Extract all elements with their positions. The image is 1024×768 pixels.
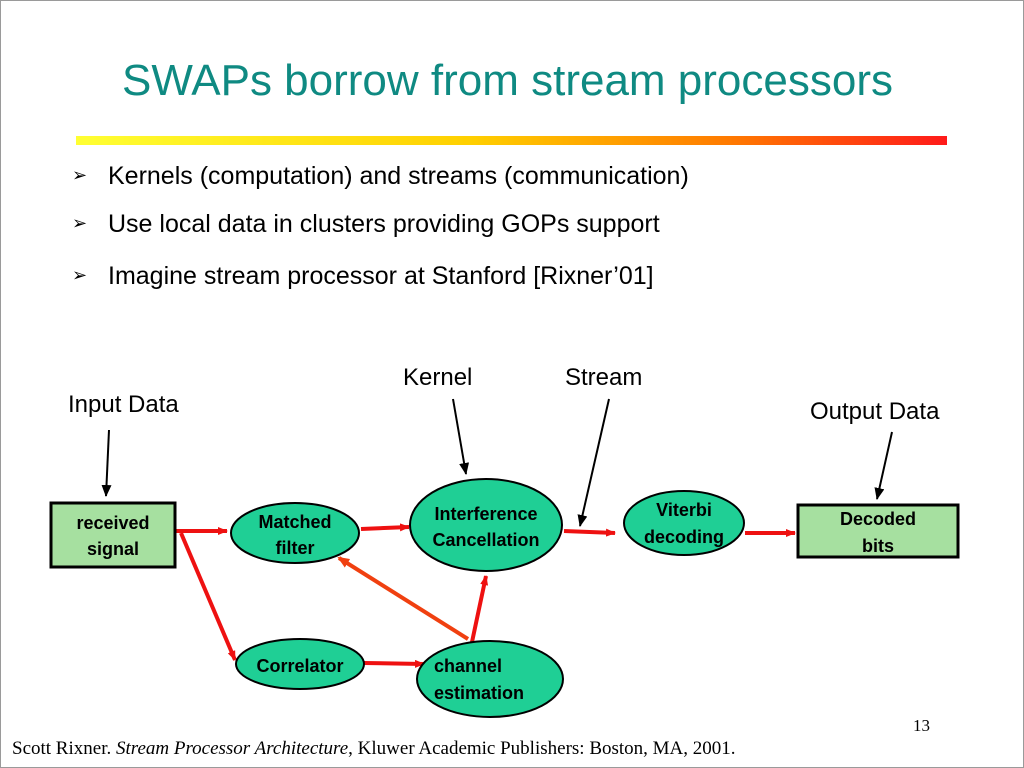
stream-arrow <box>363 659 425 668</box>
bullet-arrow-icon: ➢ <box>72 265 88 285</box>
correlator-node: Correlator <box>235 638 365 690</box>
citation-footer: Scott Rixner. Stream Processor Architect… <box>12 738 736 760</box>
stream-arrow <box>360 523 410 532</box>
bullet-item: ➢ Use local data in clusters providing GO… <box>72 210 660 239</box>
received-signal-node: received signal <box>49 501 177 569</box>
bullet-item: ➢ Imagine stream processor at Stanford [R… <box>72 262 654 291</box>
decoded-bits-node: Decoded bits <box>796 503 960 559</box>
bullet-arrow-icon: ➢ <box>72 213 88 233</box>
correlator-line-1: Correlator <box>256 656 343 676</box>
channel-estimation-line-2: estimation <box>434 683 524 703</box>
bullet-text: Use local data in clusters providing GOP… <box>108 210 660 238</box>
matched-filter-node: Matched filter <box>230 502 360 564</box>
citation-book-title: Stream Processor Architecture <box>115 738 349 759</box>
viterbi-decoding-line-2: decoding <box>644 527 724 547</box>
bullet-item: ➢ Kernels (computation) and streams (comm… <box>72 162 689 191</box>
stream-arrow <box>179 532 237 661</box>
bullet-text: Kernels (computation) and streams (commu… <box>108 162 689 190</box>
input-data-pointer-arrow <box>101 429 112 497</box>
matched-filter-line-2: filter <box>275 538 314 558</box>
bullet-text: Imagine stream processor at Stanford [Ri… <box>108 262 654 290</box>
viterbi-decoding-node: Viterbi decoding <box>623 490 745 556</box>
citation-publisher: , Kluwer Academic Publishers: Boston, MA… <box>348 738 736 759</box>
interference-cancellation-line-2: Cancellation <box>432 530 539 550</box>
citation-author: Scott Rixner. <box>12 738 116 759</box>
stream-arrow <box>563 528 616 537</box>
slide-title: SWAPs borrow from stream processors <box>122 56 893 105</box>
page-number: 13 <box>913 716 930 735</box>
channel-estimation-node: channel estimation <box>416 640 564 718</box>
channel-estimation-line-1: channel <box>434 656 502 676</box>
interference-cancellation-line-1: Interference <box>434 504 537 524</box>
feedback-stream-arrow <box>337 556 470 641</box>
input-data-label: Input Data <box>68 391 179 418</box>
received-signal-line-2: signal <box>87 539 139 559</box>
received-signal-line-1: received <box>76 513 149 533</box>
viterbi-decoding-line-1: Viterbi <box>656 500 712 520</box>
interference-cancellation-node: Interference Cancellation <box>409 478 563 572</box>
bullet-arrow-icon: ➢ <box>72 165 88 185</box>
kernel-label: Kernel <box>403 364 472 391</box>
kernel-pointer-arrow <box>452 398 470 475</box>
stream-arrow <box>470 575 489 643</box>
title-underline-bar <box>76 136 947 145</box>
output-data-pointer-arrow <box>874 431 893 500</box>
stream-pointer-arrow <box>577 398 610 527</box>
output-data-label: Output Data <box>810 398 940 425</box>
matched-filter-line-1: Matched <box>258 512 331 532</box>
decoded-bits-line-1: Decoded <box>840 509 916 529</box>
stream-label: Stream <box>565 364 642 391</box>
decoded-bits-line-2: bits <box>862 536 894 556</box>
